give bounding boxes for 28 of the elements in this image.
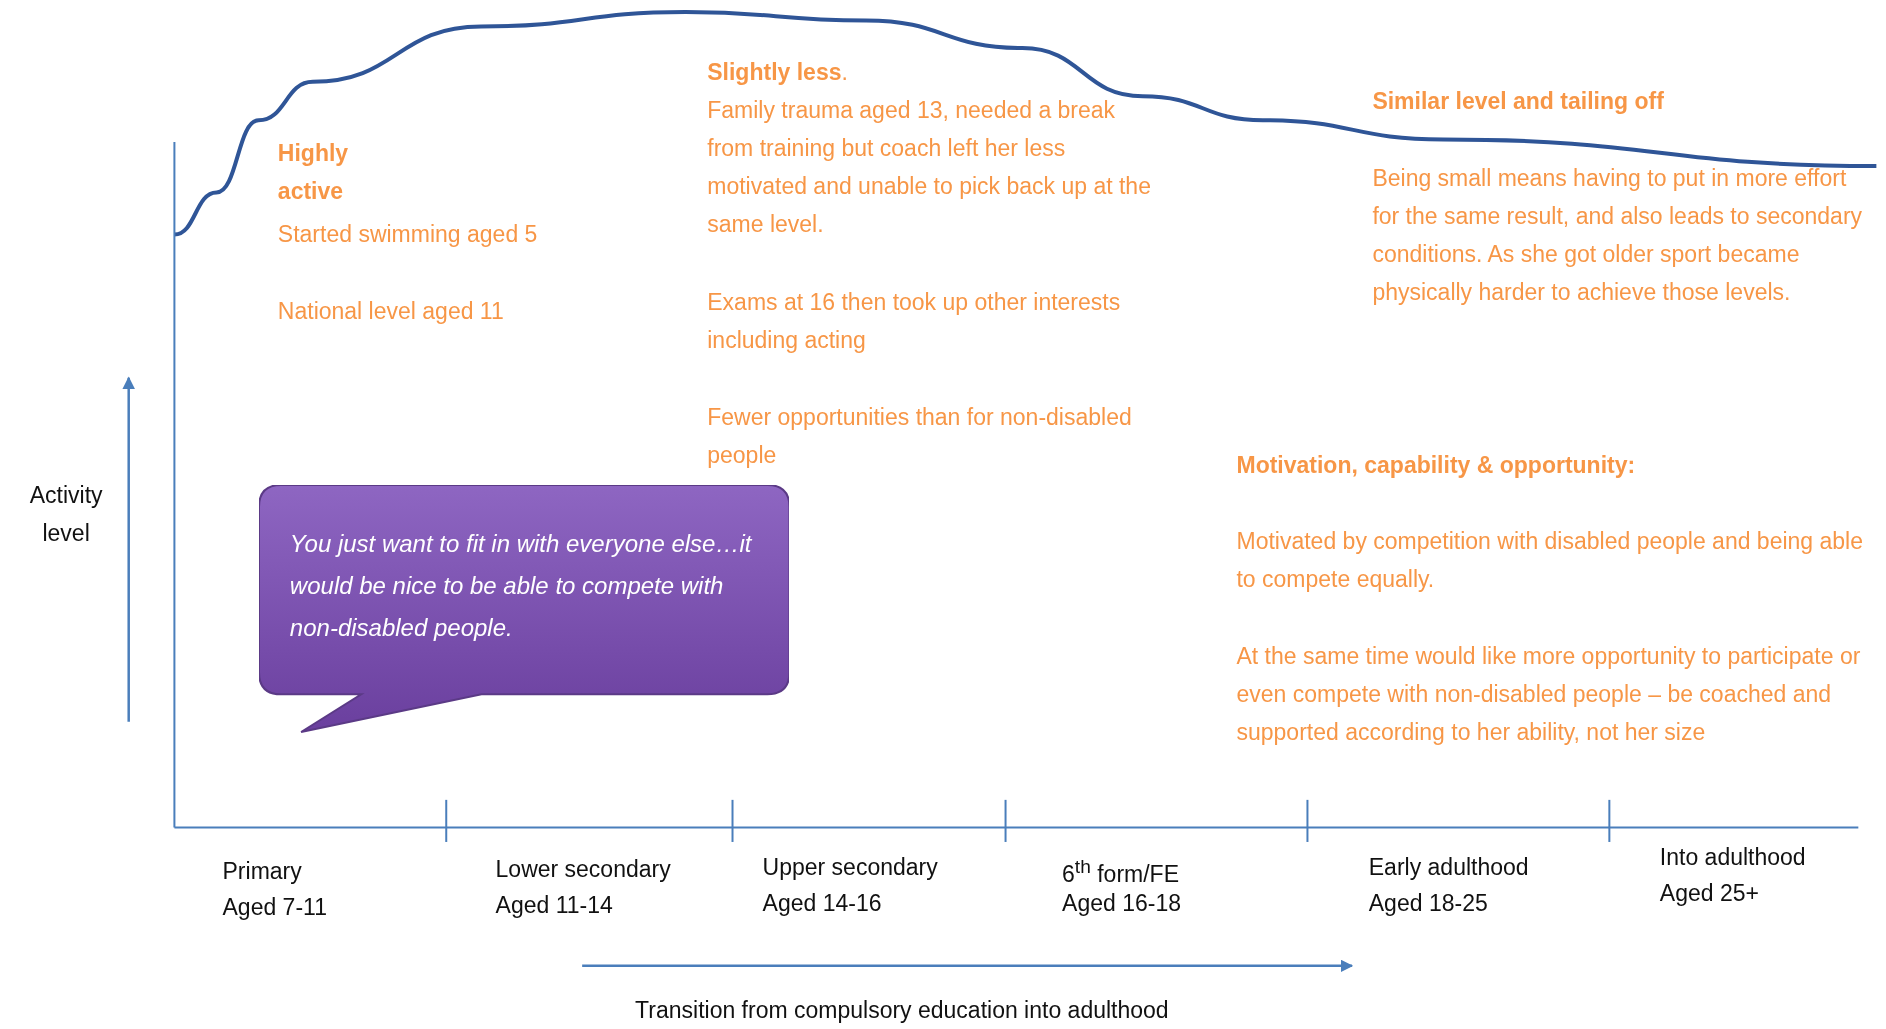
note-text: Started swimming aged 5	[277, 220, 539, 250]
stage-label: Early adulthood	[1368, 852, 1530, 882]
heading: Motivation, capability & opportunity:	[1236, 451, 1637, 481]
stage-label: 6$^{th}$ form/FE	[1062, 854, 1180, 889]
note-text: Motivated by competition with disabled people and being able to compete equally.	[1236, 527, 1864, 594]
note-text: Fewer opportunities than for non-disabled people	[707, 403, 1133, 471]
note-text: Exams at 16 then took up other interests including acting	[707, 287, 1122, 355]
note-text: Family trauma aged 13, needed a break from training but coach left her less motivated and unable to pick back up at the same level.	[707, 96, 1152, 240]
age-label: Aged 16-18	[1062, 889, 1182, 919]
heading: Slightly less.	[707, 57, 849, 87]
quote-text: You just want to fit in with everyone else…it would be nice to be able to compete with non-disabled people.	[289, 529, 753, 644]
stage-label: Upper secondary	[762, 852, 939, 882]
axis-label: Activity level	[28, 481, 104, 549]
heading: Similar level and tailing off	[1372, 86, 1665, 116]
stage-label: Lower secondary	[495, 855, 672, 885]
age-label: Aged 14-16	[762, 889, 883, 919]
axis-label: Transition from compulsory education into adulthood	[635, 996, 1170, 1026]
age-label: Aged 11-14	[495, 891, 614, 921]
stage-label: Into adulthood	[1659, 843, 1807, 873]
note-text: National level aged 11	[277, 297, 505, 327]
speech-bubble	[258, 484, 790, 734]
age-label: Aged 7-11	[222, 892, 328, 922]
age-label: Aged 18-25	[1368, 889, 1489, 919]
note-text: Being small means having to put in more effort for the same result, and also leads to secondary conditions. As she got older sport became physically harder to achieve those levels.	[1372, 163, 1864, 307]
note-text: At the same time would like more opportunity to participate or even compete with non-disabled people – be coached and supported according to her ability, not her size	[1236, 642, 1862, 748]
heading: Highly active	[277, 138, 350, 206]
stage-label: Primary	[222, 856, 303, 886]
age-label: Aged 25+	[1659, 879, 1760, 909]
